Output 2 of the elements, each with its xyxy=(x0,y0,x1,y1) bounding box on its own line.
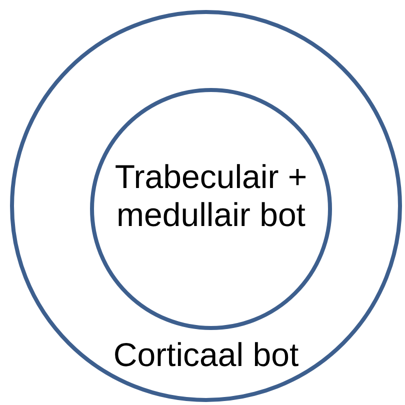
region-label: Corticaal bot xyxy=(112,336,300,374)
region-label: Trabeculair + medullair bot xyxy=(114,158,308,234)
